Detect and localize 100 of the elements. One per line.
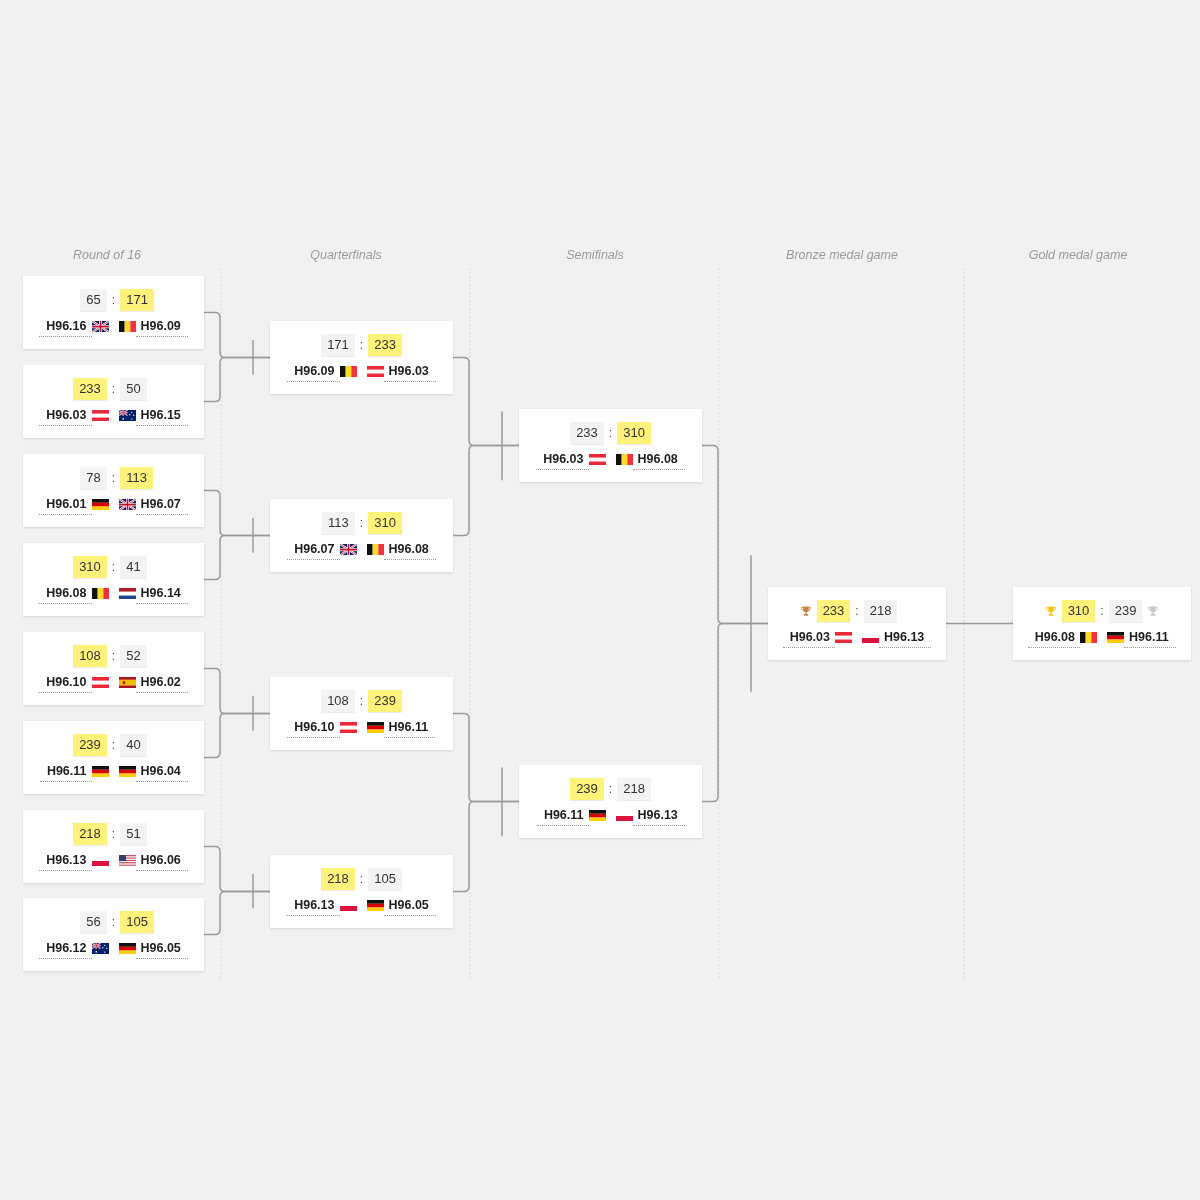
score: 52 — [120, 645, 147, 667]
winning-score: 105 — [120, 911, 154, 933]
team-name: H96.13 — [879, 630, 932, 648]
score-separator: : — [110, 826, 117, 843]
bracket-connector — [203, 890, 271, 936]
score-separator: : — [358, 693, 365, 710]
score-separator: : — [110, 292, 117, 309]
team-name: H96.13 — [39, 853, 92, 871]
match-card — [768, 587, 946, 660]
score-separator: : — [1099, 603, 1105, 620]
score-separator: : — [110, 914, 117, 931]
match-card — [1013, 587, 1191, 660]
match-card — [23, 454, 204, 527]
match-card — [270, 855, 453, 928]
match-card — [23, 810, 204, 883]
team-name: H96.11 — [39, 764, 92, 782]
score: 50 — [120, 378, 147, 400]
match-card — [23, 276, 204, 349]
score: 108 — [321, 690, 355, 712]
score: 218 — [617, 778, 651, 800]
winning-score: 218 — [321, 868, 355, 890]
score-separator: : — [854, 603, 860, 620]
team-name: H96.11 — [383, 720, 436, 738]
column-heading: Bronze medal game — [786, 247, 898, 263]
score-separator: : — [358, 337, 365, 354]
team-name: H96.13 — [632, 808, 685, 826]
team-name: H96.03 — [383, 364, 436, 382]
score: 56 — [80, 911, 107, 933]
winning-score: 171 — [120, 289, 154, 311]
score-separator: : — [110, 737, 117, 754]
score-separator: : — [110, 470, 117, 487]
team-name: H96.12 — [39, 941, 92, 959]
score: 113 — [322, 512, 355, 534]
score-separator: : — [607, 781, 614, 798]
match-card — [23, 721, 204, 794]
match-card — [519, 765, 702, 838]
match-card — [23, 365, 204, 438]
team-name: H96.08 — [383, 542, 436, 560]
column-heading: Gold medal game — [1028, 247, 1128, 263]
team-name: H96.01 — [39, 497, 92, 515]
team-name: H96.04 — [135, 764, 188, 782]
column-heading: Semifinals — [566, 247, 624, 263]
winning-score: 113 — [120, 467, 153, 489]
team-name: H96.10 — [287, 720, 340, 738]
bracket-connector — [452, 800, 520, 893]
score: 40 — [120, 734, 147, 756]
score: 51 — [120, 823, 147, 845]
bracket-connector — [701, 622, 769, 803]
score: 78 — [80, 467, 107, 489]
team-name: H96.09 — [135, 319, 188, 337]
team-name: H96.07 — [135, 497, 188, 515]
winning-score: 233 — [816, 600, 851, 622]
winning-score: 233 — [73, 378, 107, 400]
winning-score: 239 — [368, 690, 402, 712]
team-name: H96.09 — [287, 364, 340, 382]
score: 65 — [80, 289, 107, 311]
team-name: H96.16 — [39, 319, 92, 337]
team-name: H96.15 — [135, 408, 188, 426]
score-separator: : — [358, 871, 365, 888]
winning-score: 218 — [73, 823, 107, 845]
winning-score: 108 — [73, 645, 107, 667]
score: 233 — [570, 422, 604, 444]
winning-score: 233 — [368, 334, 402, 356]
score: 218 — [863, 600, 898, 622]
score: 239 — [1108, 600, 1143, 622]
team-name: H96.13 — [287, 898, 340, 916]
bracket-connector — [452, 444, 520, 537]
winning-score: 310 — [617, 422, 651, 444]
score: 171 — [321, 334, 355, 356]
score-separator: : — [358, 515, 365, 532]
team-name: H96.10 — [39, 675, 92, 693]
team-name: H96.07 — [287, 542, 340, 560]
match-card — [23, 632, 204, 705]
team-name: H96.14 — [135, 586, 188, 604]
score-separator: : — [110, 648, 117, 665]
bracket-connector — [945, 622, 1014, 625]
match-card — [519, 409, 702, 482]
bracket-connector — [203, 356, 271, 403]
score-separator: : — [110, 381, 117, 398]
winning-score: 239 — [570, 778, 604, 800]
match-card — [270, 321, 453, 394]
team-name: H96.08 — [632, 452, 685, 470]
score: 41 — [120, 556, 147, 578]
winning-score: 310 — [368, 512, 402, 534]
match-card — [23, 898, 204, 971]
column-heading: Quarterfinals — [310, 247, 382, 263]
score-separator: : — [110, 559, 117, 576]
score-separator: : — [607, 425, 614, 442]
team-name: H96.06 — [135, 853, 188, 871]
team-name: H96.02 — [135, 675, 188, 693]
bracket-connector — [203, 534, 271, 581]
team-name: H96.11 — [1124, 630, 1176, 648]
winning-score: 310 — [73, 556, 107, 578]
bracket-connector — [203, 712, 271, 759]
team-name: H96.03 — [536, 452, 589, 470]
team-name: H96.05 — [383, 898, 436, 916]
match-card — [23, 543, 204, 616]
team-name: H96.05 — [135, 941, 188, 959]
match-card — [270, 677, 453, 750]
team-name: H96.11 — [536, 808, 589, 826]
